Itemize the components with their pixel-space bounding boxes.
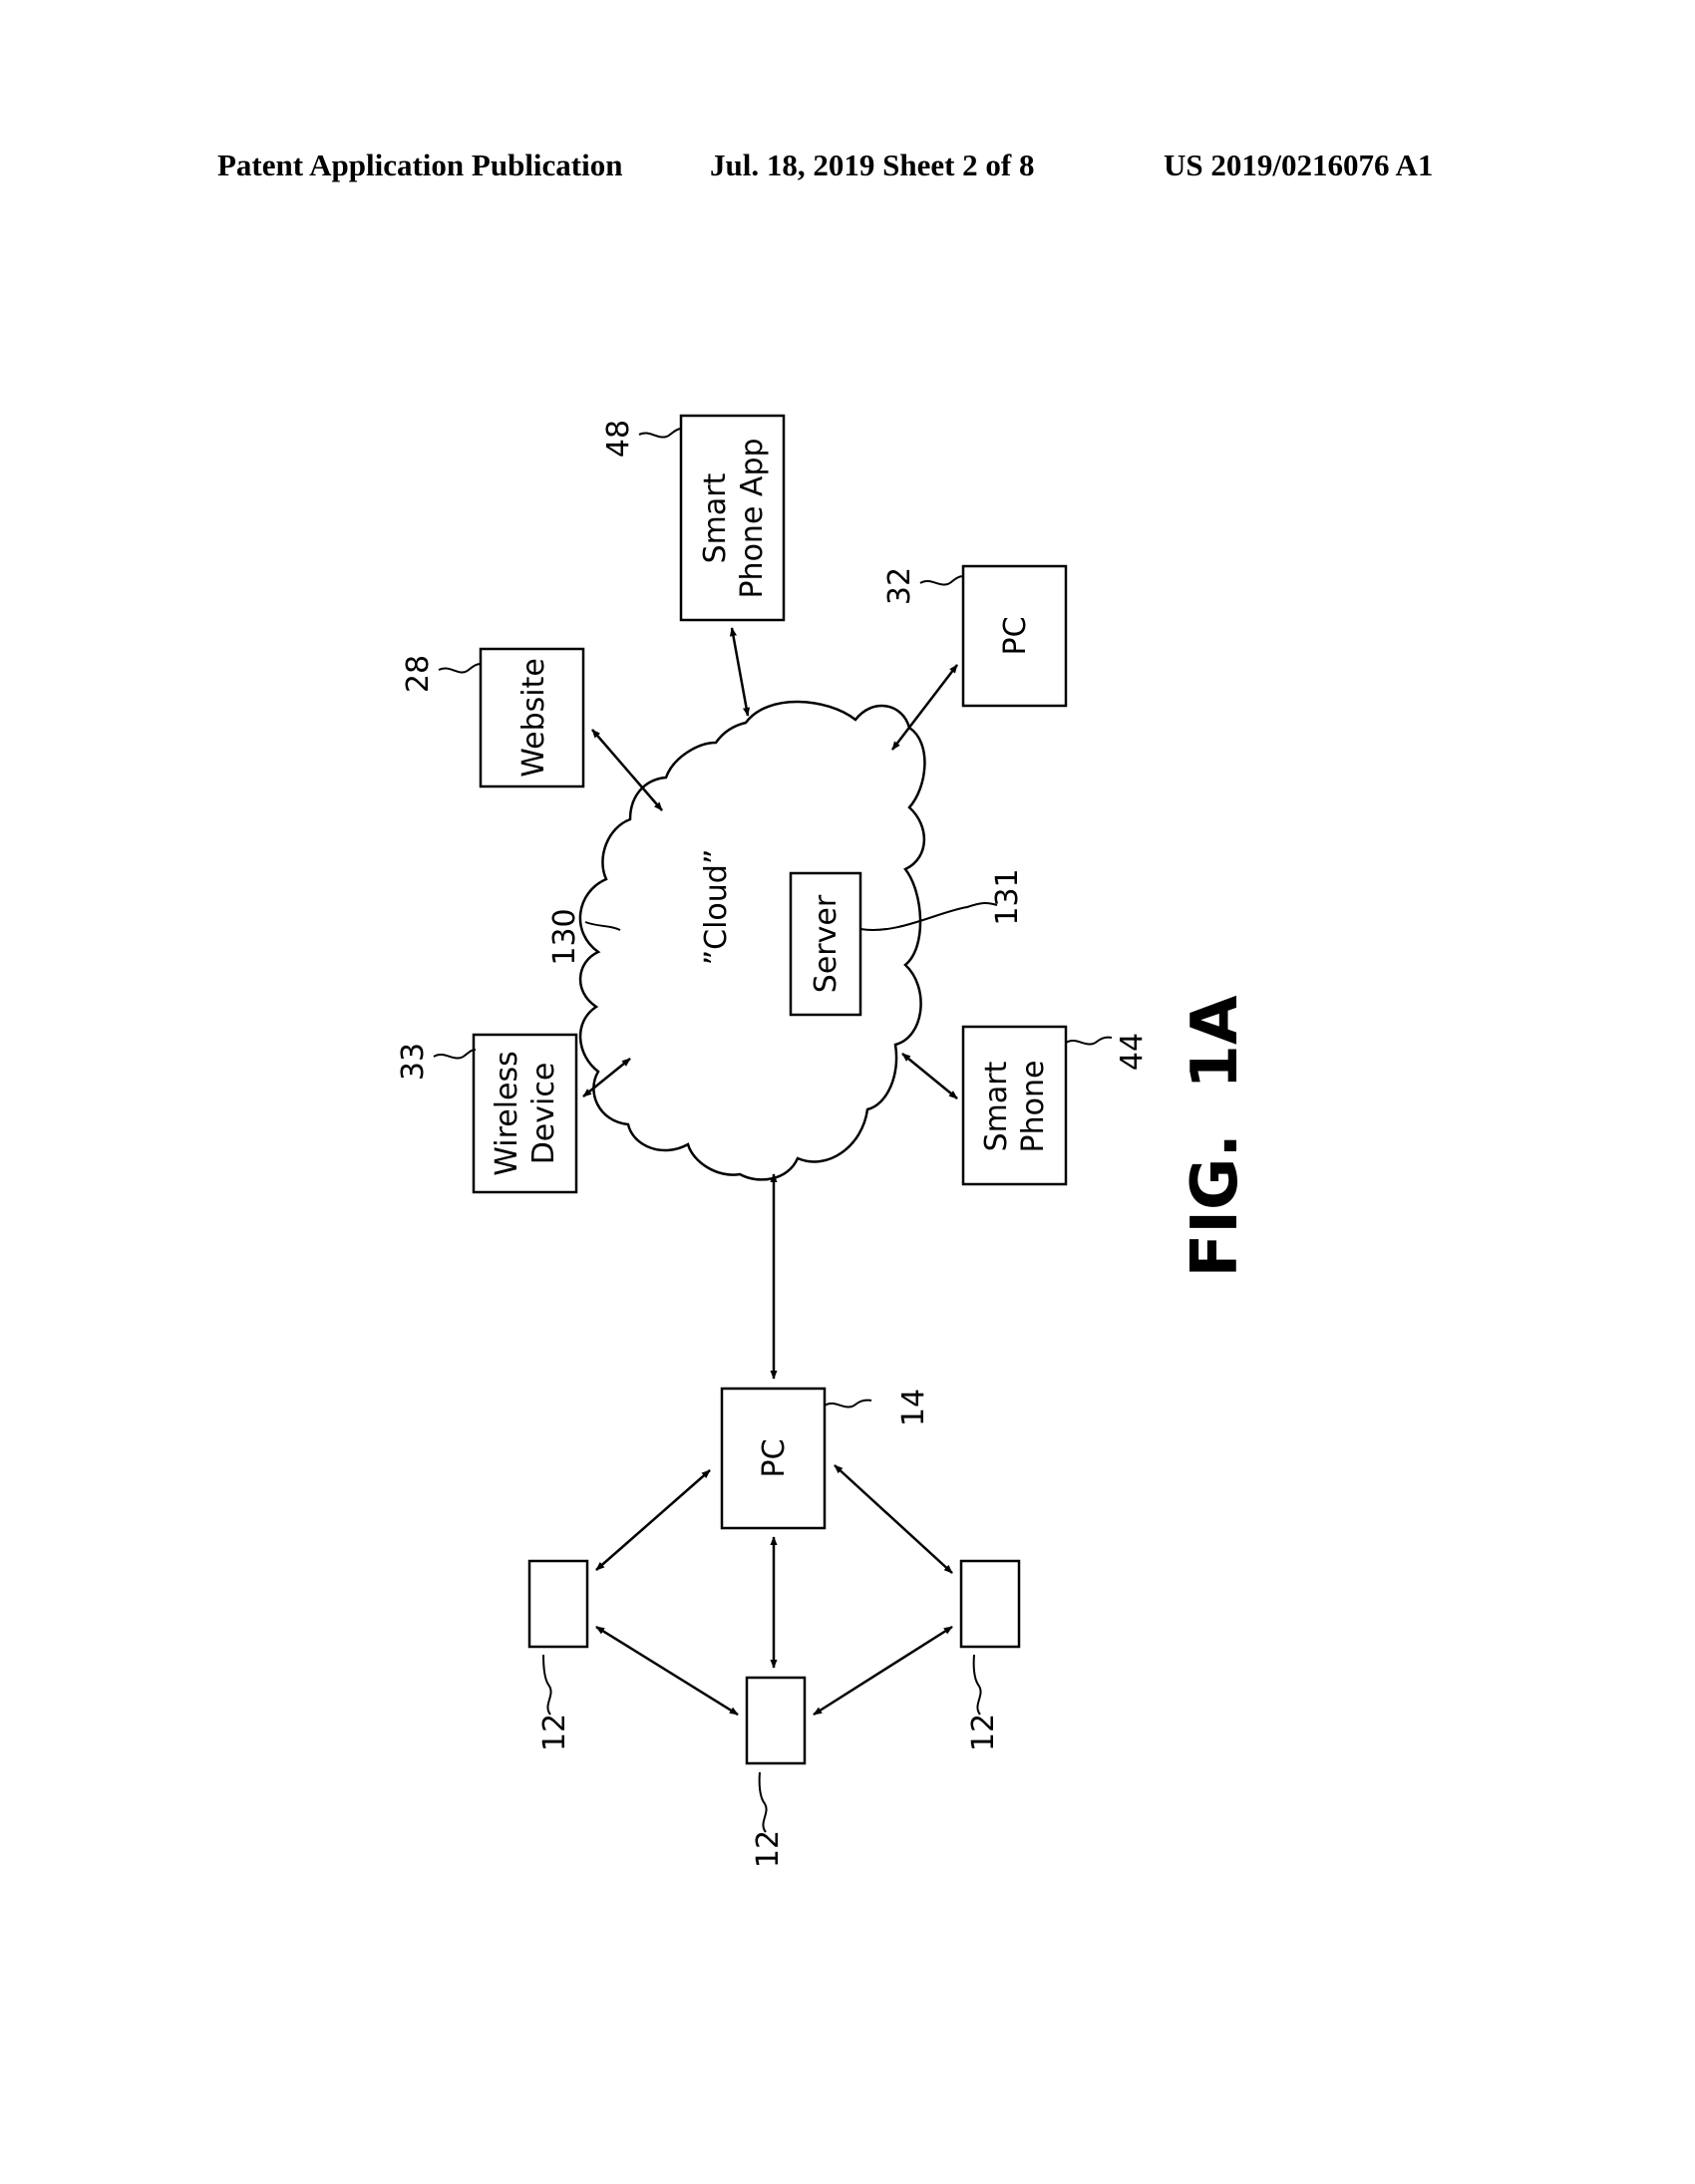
cloud-leader — [584, 921, 621, 931]
smart-phone-box — [961, 1025, 1068, 1186]
device-device-connector — [595, 1625, 739, 1716]
publication-title: Patent Application Publication — [217, 148, 623, 182]
device-leader — [542, 1654, 552, 1716]
smart-phone-app-label-line2: Phone App — [735, 438, 770, 598]
smart-phone-app-label-line1: Smart — [698, 472, 733, 563]
smart-phone-label-line2: Phone — [1016, 1061, 1051, 1153]
pc-remote-cloud-connector — [891, 664, 958, 751]
pc-remote-label: PC — [998, 616, 1033, 655]
device-leader — [972, 1654, 982, 1716]
pc-remote-ref: 32 — [882, 567, 917, 605]
pc-local-box — [720, 1387, 827, 1530]
server-label: Server — [809, 894, 844, 993]
publication-number: US 2019/0216076 A1 — [1164, 148, 1434, 182]
website-label: Website — [516, 658, 551, 778]
pc-local-label: PC — [757, 1438, 792, 1477]
smart-phone-leader — [1065, 1036, 1113, 1046]
server-leader — [859, 901, 998, 931]
smart-phone-label-line1: Smart — [979, 1061, 1014, 1151]
device-box — [527, 1559, 589, 1649]
website-box — [479, 647, 585, 788]
pc-device-connector — [834, 1464, 953, 1574]
wireless-device-box — [472, 1033, 578, 1194]
smart-phone-app-ref: 48 — [601, 420, 636, 458]
pc-local-leader — [824, 1399, 872, 1408]
pc-remote-leader — [919, 575, 964, 586]
server-ref: 131 — [990, 868, 1025, 925]
smart-phone-app-leader — [638, 428, 682, 439]
publication-date-sheet: Jul. 18, 2019 Sheet 2 of 8 — [710, 148, 1035, 182]
pc-remote-box — [961, 564, 1068, 708]
wireless-device-leader — [433, 1049, 477, 1060]
smart-phone-cloud-connector — [901, 1053, 958, 1099]
page-header: Patent Application Publication Jul. 18, … — [0, 148, 1695, 187]
cloud-ref: 130 — [547, 908, 582, 965]
wireless-device-cloud-connector — [582, 1058, 631, 1097]
device-box — [959, 1559, 1021, 1649]
device-ref: 12 — [751, 1830, 786, 1868]
device-ref: 12 — [537, 1714, 572, 1751]
smart-phone-app-cloud-connector — [729, 627, 751, 717]
smart-phone-app-box — [679, 414, 786, 622]
device-box — [745, 1676, 807, 1765]
wireless-device-label-line1: Wireless — [490, 1051, 524, 1176]
wireless-device-label-line2: Device — [526, 1063, 561, 1165]
cloud-label: ”Cloud” — [699, 849, 734, 966]
device-leader — [758, 1771, 768, 1833]
figure-caption: FIG. 1A — [1179, 995, 1252, 1277]
cloud-shape — [578, 700, 926, 1181]
website-leader — [438, 663, 482, 674]
pc-device-connector — [595, 1469, 711, 1571]
website-ref: 28 — [401, 655, 436, 693]
website-cloud-connector — [591, 729, 663, 811]
device-device-connector — [813, 1625, 953, 1716]
device-ref: 12 — [966, 1714, 1001, 1751]
pc-local-ref: 14 — [896, 1389, 931, 1426]
server-box — [789, 871, 862, 1017]
smart-phone-ref: 44 — [1115, 1033, 1150, 1071]
wireless-device-ref: 33 — [396, 1043, 431, 1081]
